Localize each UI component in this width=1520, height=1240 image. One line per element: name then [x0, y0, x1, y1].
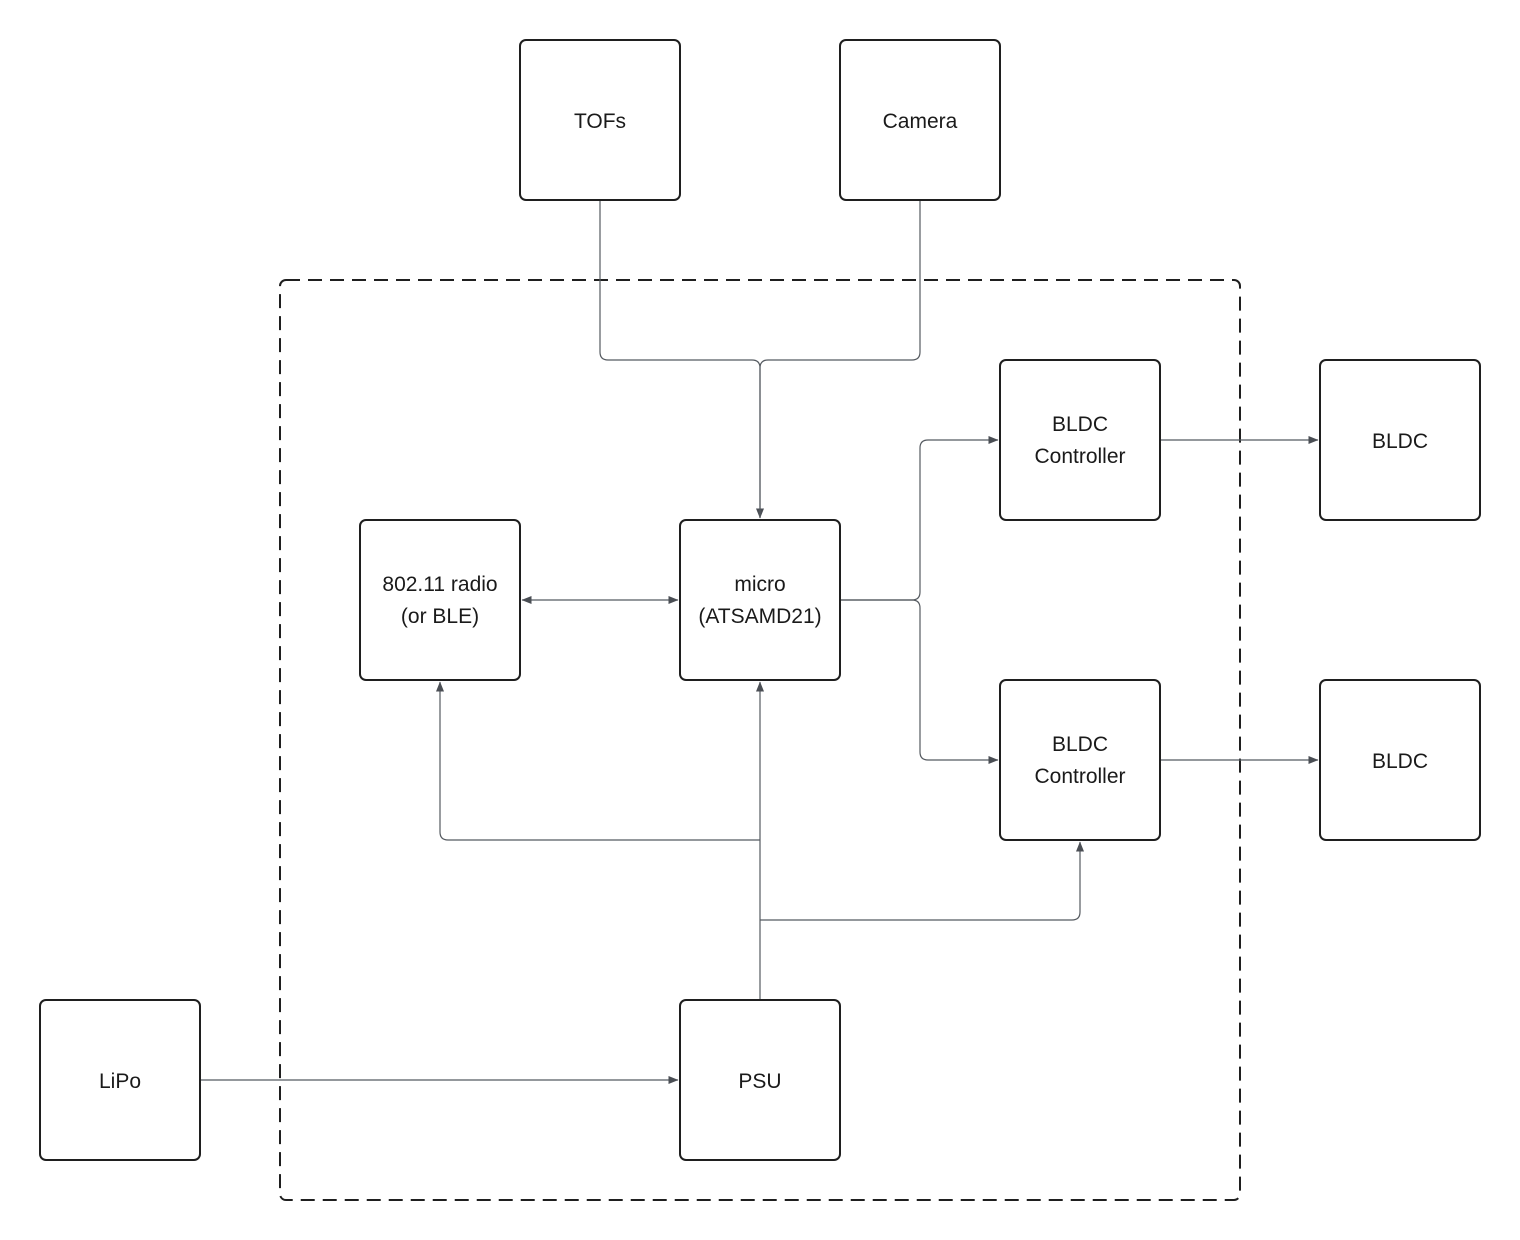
edge-micro-to-bldc-controller-top — [840, 436, 999, 601]
node-tofs: TOFs — [519, 39, 681, 201]
edge-psu-to-bldc-controller-bottom — [760, 841, 1084, 921]
node-bldc-controller-bottom: BLDC Controller — [999, 679, 1161, 841]
node-tofs-label: TOFs — [574, 110, 626, 133]
node-micro-label-line-1: micro — [734, 573, 785, 596]
node-bldc-controller-bottom-label-line-1: BLDC — [1052, 733, 1108, 756]
node-psu: PSU — [679, 999, 841, 1161]
edge-tofs-to-micro — [599, 200, 764, 519]
node-bldc-top: BLDC — [1319, 359, 1481, 521]
node-bldc-controller-top-label-line-1: BLDC — [1052, 413, 1108, 436]
node-psu-label: PSU — [738, 1070, 781, 1093]
node-radio-label-line-1: 802.11 radio — [382, 573, 497, 596]
connectors — [200, 200, 1319, 1084]
node-radio: 802.11 radio (or BLE) — [359, 519, 521, 681]
node-micro: micro (ATSAMD21) — [679, 519, 841, 681]
system-boundary — [279, 279, 1241, 1201]
node-bldc-controller-top-label-line-2: Controller — [1034, 445, 1125, 468]
node-radio-label-line-2: (or BLE) — [401, 605, 479, 628]
node-camera: Camera — [839, 39, 1001, 201]
edge-camera-to-micro — [759, 200, 921, 518]
edge-micro-to-bldc-controller-bottom — [840, 599, 999, 764]
node-bldc-bottom-label: BLDC — [1372, 750, 1428, 773]
node-lipo: LiPo — [39, 999, 201, 1161]
node-camera-label: Camera — [883, 110, 958, 133]
node-bldc-controller-bottom-label-line-2: Controller — [1034, 765, 1125, 788]
node-bldc-bottom: BLDC — [1319, 679, 1481, 841]
edge-psu-to-radio — [436, 681, 760, 841]
node-bldc-controller-top: BLDC Controller — [999, 359, 1161, 521]
node-lipo-label: LiPo — [99, 1070, 141, 1093]
node-bldc-top-label: BLDC — [1372, 430, 1428, 453]
node-micro-label-line-2: (ATSAMD21) — [698, 605, 821, 628]
